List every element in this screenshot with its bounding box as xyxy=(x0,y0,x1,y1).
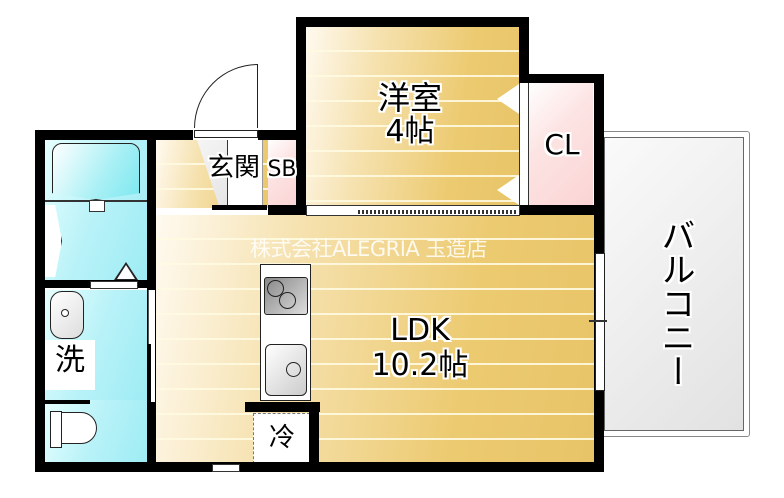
exterior-wall xyxy=(35,130,45,472)
shoe-box xyxy=(268,140,296,205)
ldk-floor xyxy=(156,215,596,463)
entrance-step xyxy=(227,140,263,205)
drain-icon xyxy=(286,362,301,377)
toilet-tank xyxy=(50,411,62,448)
ldk-bottom-window xyxy=(212,464,240,472)
watermark: 株式会社ALEGRIA 玉造店 xyxy=(250,237,487,261)
closet xyxy=(529,83,593,205)
balcony xyxy=(598,131,750,437)
closet-label: CL xyxy=(544,128,580,161)
entrance-label: 玄関 xyxy=(207,153,260,183)
bath-faucet-icon xyxy=(89,200,105,212)
toilet-icon xyxy=(55,412,97,444)
bath-window xyxy=(90,281,138,289)
fridge-space xyxy=(253,413,310,464)
ldk-label: LDK xyxy=(390,313,450,348)
burner-icon xyxy=(279,292,296,309)
balcony-label: バルコニー xyxy=(655,218,695,388)
bath-door-curve xyxy=(45,205,62,277)
western-room-size: 4帖 xyxy=(385,114,435,149)
shoe-box-label: SB xyxy=(267,157,297,182)
burner-icon xyxy=(267,280,284,297)
ldk-size: 10.2帖 xyxy=(371,348,469,383)
western-room-floor xyxy=(306,27,520,205)
washroom-label: 洗 xyxy=(55,343,85,378)
drain-icon xyxy=(61,309,69,317)
fridge-label: 冷 xyxy=(268,423,295,453)
washing-machine-space xyxy=(45,340,95,390)
entrance-door-icon[interactable] xyxy=(194,64,258,128)
balcony-window[interactable] xyxy=(595,253,605,391)
western-room-label: 洋室 xyxy=(377,79,442,117)
bathtub-icon xyxy=(52,143,140,200)
entrance-door-frame xyxy=(194,130,258,138)
